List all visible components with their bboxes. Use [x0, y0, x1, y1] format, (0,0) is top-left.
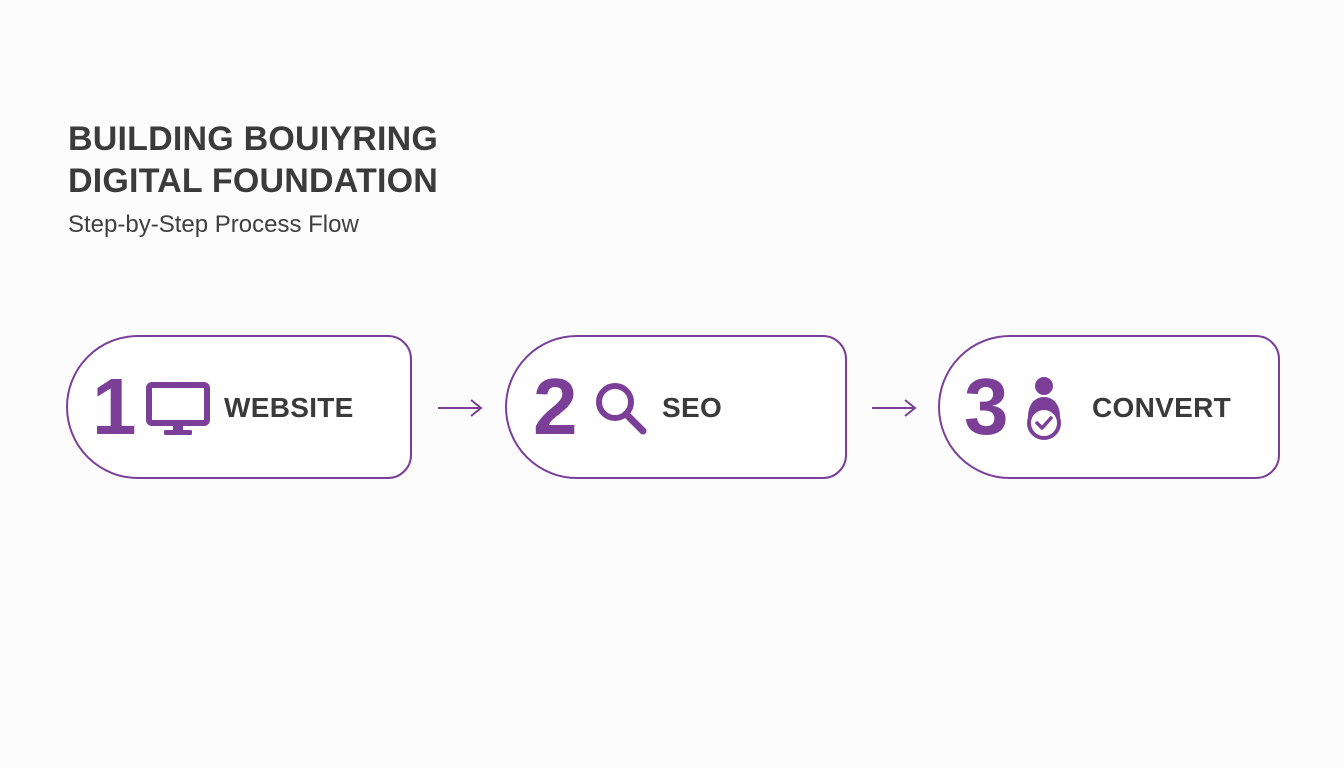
step-convert: 3 CONVERT: [938, 335, 1280, 479]
arrow-right-icon: [870, 396, 918, 420]
step-number: 2: [533, 362, 578, 451]
step-label: SEO: [662, 392, 723, 423]
step-label: WEBSITE: [224, 392, 354, 423]
step-number: 1: [92, 362, 137, 451]
magnifier-icon: [591, 381, 655, 441]
title-line-2: DIGITAL FOUNDATION: [68, 162, 439, 200]
diagram-subtitle: Step-by-Step Process Flow: [68, 211, 359, 238]
step-label: CONVERT: [1092, 392, 1231, 423]
user-check-icon: [1020, 375, 1068, 441]
step-seo: 2 SEO: [505, 335, 847, 479]
step-website: 1 WEBSITE: [66, 335, 412, 479]
title-line-1: BUILDING BOUIYRING: [68, 120, 439, 158]
monitor-icon: [146, 381, 210, 441]
diagram-title: BUILDING BOUIYRING DIGITAL FOUNDATION: [68, 118, 438, 202]
arrow-right-icon: [436, 396, 484, 420]
step-number: 3: [964, 362, 1009, 451]
